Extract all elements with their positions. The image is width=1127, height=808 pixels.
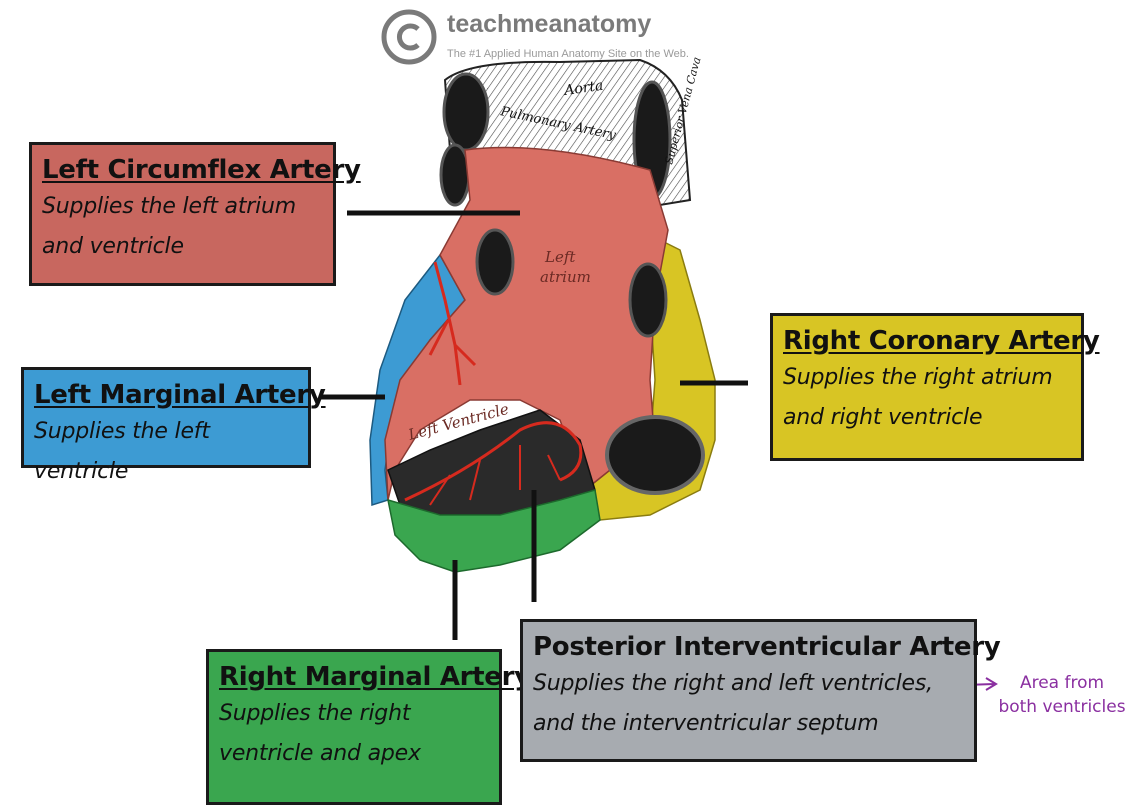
left-marginal-box: Left Marginal Artery Supplies the left v… <box>21 367 311 468</box>
left-marginal-title: Left Marginal Artery <box>34 378 298 412</box>
watermark-tagline: The #1 Applied Human Anatomy Site on the… <box>447 48 689 60</box>
pulmonary-vein-opening-3 <box>630 264 666 336</box>
right-marginal-desc: Supplies the right ventricle and apex <box>219 694 489 774</box>
posterior-interventricular-desc: Supplies the right and left ventricles, … <box>533 664 964 744</box>
right-coronary-box: Right Coronary Artery Supplies the right… <box>770 313 1084 461</box>
aorta-opening <box>444 74 488 150</box>
pulmonary-vein-opening-2 <box>477 230 513 294</box>
left-marginal-desc: Supplies the left ventricle <box>34 412 298 492</box>
right-marginal-box: Right Marginal Artery Supplies the right… <box>206 649 502 805</box>
right-coronary-desc: Supplies the right atrium and right vent… <box>783 358 1071 438</box>
annotation-note: Area from both ventricles <box>997 671 1127 719</box>
left-circumflex-box: Left Circumflex Artery Supplies the left… <box>29 142 336 286</box>
inferior-vena-cava-opening <box>607 417 703 493</box>
copyright-icon <box>380 8 438 66</box>
right-coronary-title: Right Coronary Artery <box>783 324 1071 358</box>
left-atrium-label-line2: atrium <box>540 268 591 286</box>
posterior-interventricular-title: Posterior Interventricular Artery <box>533 630 964 664</box>
right-marginal-title: Right Marginal Artery <box>219 660 489 694</box>
left-atrium-label-line1: Left <box>544 248 576 266</box>
left-circumflex-title: Left Circumflex Artery <box>42 153 323 187</box>
left-circumflex-desc: Supplies the left atrium and ventricle <box>42 187 323 267</box>
posterior-interventricular-box: Posterior Interventricular Artery Suppli… <box>520 619 977 762</box>
watermark-brand: teachmeanatomy <box>447 10 651 39</box>
